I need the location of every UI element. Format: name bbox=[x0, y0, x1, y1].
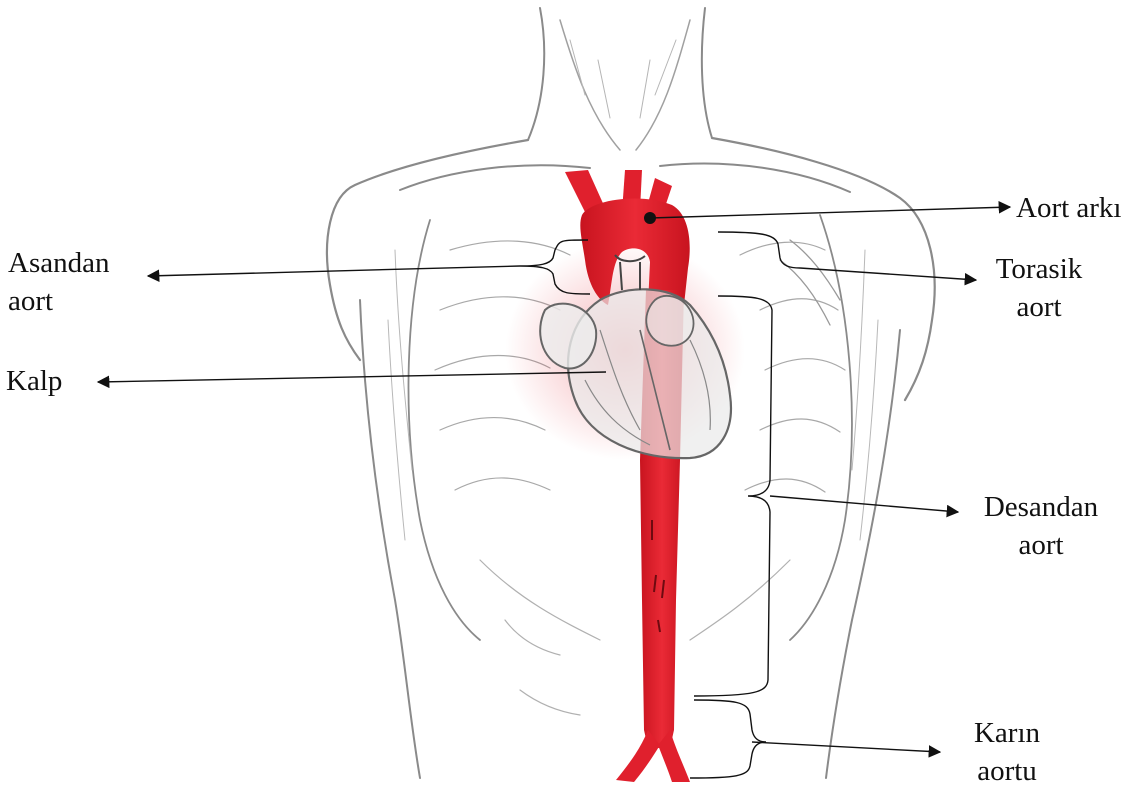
bracket-torasik bbox=[718, 232, 800, 268]
label-karin-line1: Karın bbox=[955, 714, 1059, 752]
label-desandan-line1: Desandan bbox=[973, 488, 1109, 526]
abdomen-sketch bbox=[480, 560, 790, 715]
label-aort-arki: Aort arkı bbox=[1016, 189, 1122, 227]
lateral-muscle-right bbox=[852, 250, 878, 540]
label-kalp-text: Kalp bbox=[6, 362, 62, 400]
label-desandan-aort: Desandan aort bbox=[973, 488, 1109, 564]
neck-outline-right bbox=[702, 8, 712, 138]
label-kalp: Kalp bbox=[6, 362, 62, 400]
label-desandan-line2: aort bbox=[973, 526, 1109, 564]
iliac-left bbox=[616, 730, 660, 782]
label-karin-line2: aortu bbox=[955, 752, 1059, 790]
ribcage-left bbox=[409, 220, 480, 640]
bracket-karin bbox=[690, 700, 766, 778]
label-torasik-line1: Torasik bbox=[984, 250, 1094, 288]
label-asandan-line2: aort bbox=[8, 282, 109, 320]
label-torasik-aort: Torasik aort bbox=[984, 250, 1094, 326]
label-aort-arki-text: Aort arkı bbox=[1016, 189, 1122, 227]
arrow-karin bbox=[752, 742, 940, 752]
arm-left bbox=[360, 300, 420, 778]
label-asandan-line1: Asandan bbox=[8, 244, 109, 282]
label-asandan-aort: Asandan aort bbox=[8, 244, 109, 320]
label-karin-aortu: Karın aortu bbox=[955, 714, 1059, 790]
label-torasik-line2: aort bbox=[984, 288, 1094, 326]
neck-outline-left bbox=[528, 8, 544, 140]
arrow-asandan bbox=[148, 266, 520, 276]
neck-muscle-right bbox=[636, 20, 690, 150]
clavicle-right bbox=[660, 164, 850, 192]
arrow-aort-arki bbox=[650, 207, 1010, 218]
aort-arki-dot bbox=[644, 212, 656, 224]
neck-hatch bbox=[570, 40, 676, 118]
clavicle-left bbox=[400, 165, 590, 190]
neck-muscle-left bbox=[560, 20, 620, 150]
shoulder-left bbox=[327, 140, 528, 360]
